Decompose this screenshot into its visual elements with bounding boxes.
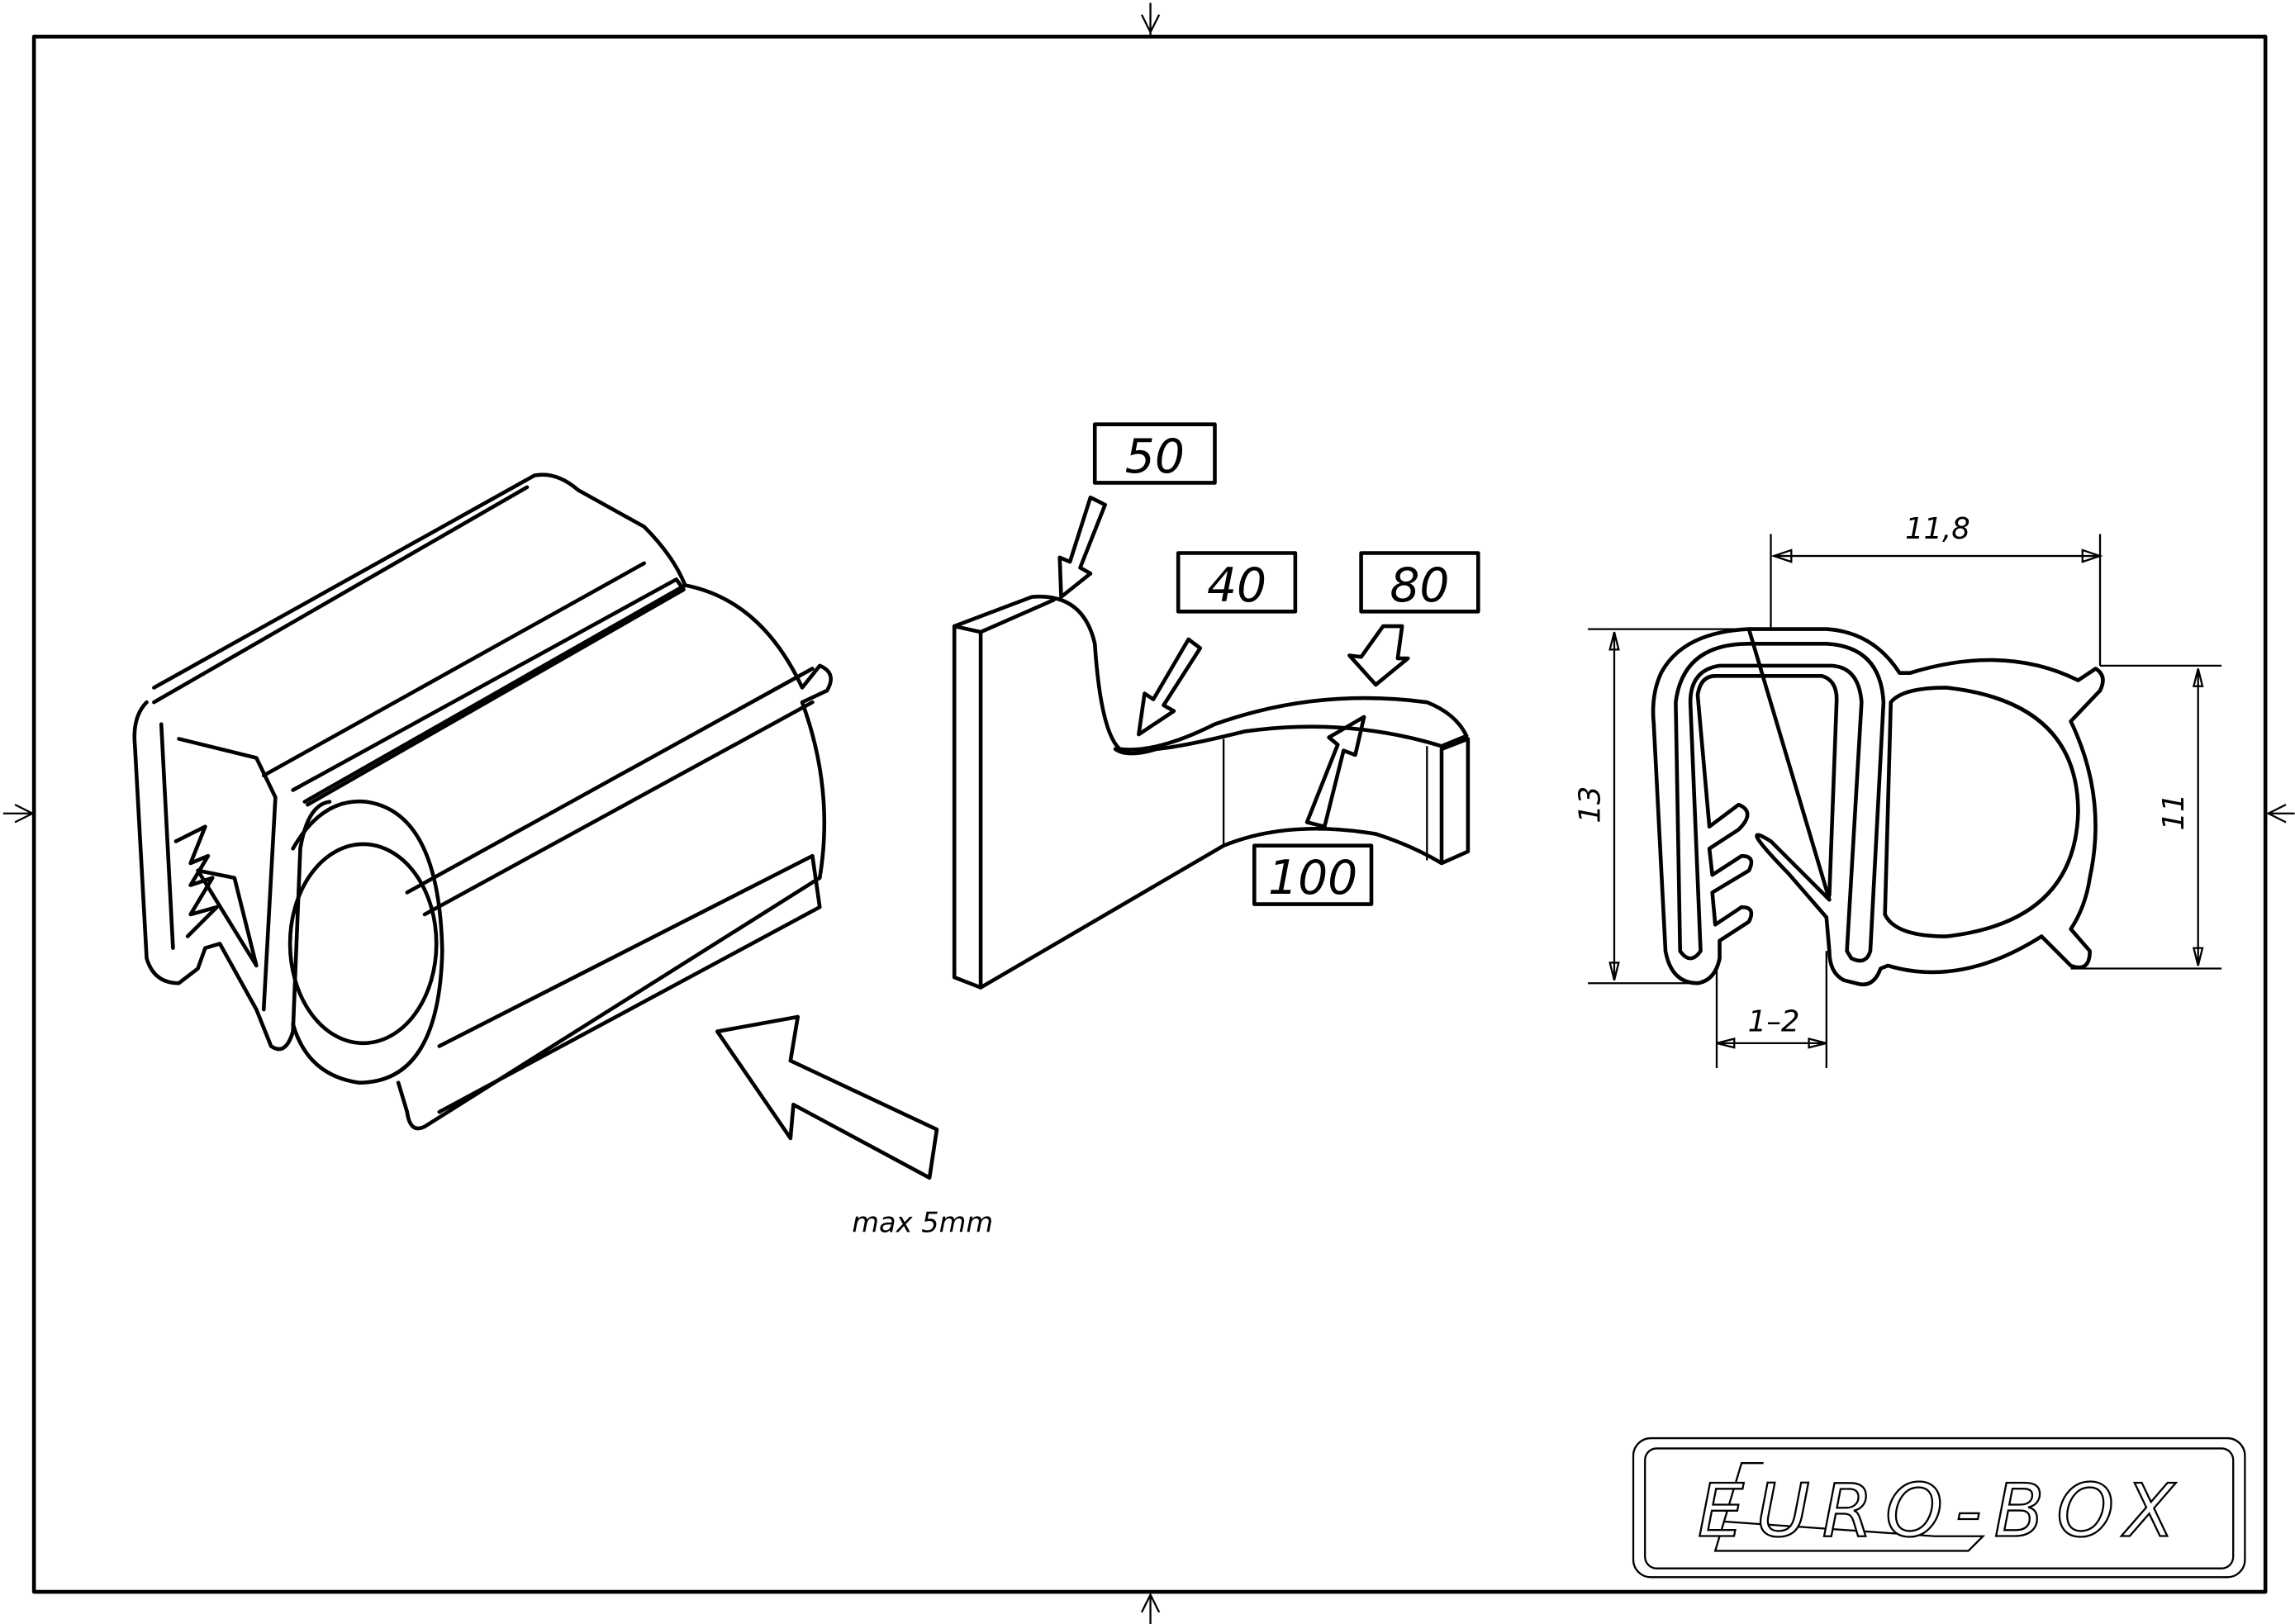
- drawing-frame: [31, 34, 2268, 1594]
- dim-bulb-height: 11: [2157, 793, 2191, 830]
- svg-text:100: 100: [1268, 851, 1357, 905]
- logo-text: EURO-BOX: [1698, 1469, 2180, 1554]
- force-diagram: [952, 495, 1471, 990]
- dim-grip-range: 1–2: [1748, 1005, 1800, 1039]
- dim-width: 11,8: [1905, 512, 1970, 546]
- svg-text:50: 50: [1125, 430, 1185, 484]
- seal-isometric-view: [132, 472, 833, 1131]
- force-label-50: 50: [1092, 422, 1217, 485]
- insert-direction-arrow: [715, 1014, 939, 1180]
- dim-height: 13: [1573, 786, 1607, 824]
- force-label-80: 80: [1359, 551, 1480, 614]
- svg-text:40: 40: [1207, 558, 1266, 613]
- insert-note: max 5mm: [852, 1206, 993, 1238]
- force-label-40: 40: [1176, 551, 1298, 614]
- svg-text:80: 80: [1390, 558, 1449, 613]
- eurobox-logo: EURO-BOX: [1632, 1436, 2246, 1579]
- seal-cross-section: [1588, 534, 2222, 1068]
- force-label-100: 100: [1252, 843, 1374, 906]
